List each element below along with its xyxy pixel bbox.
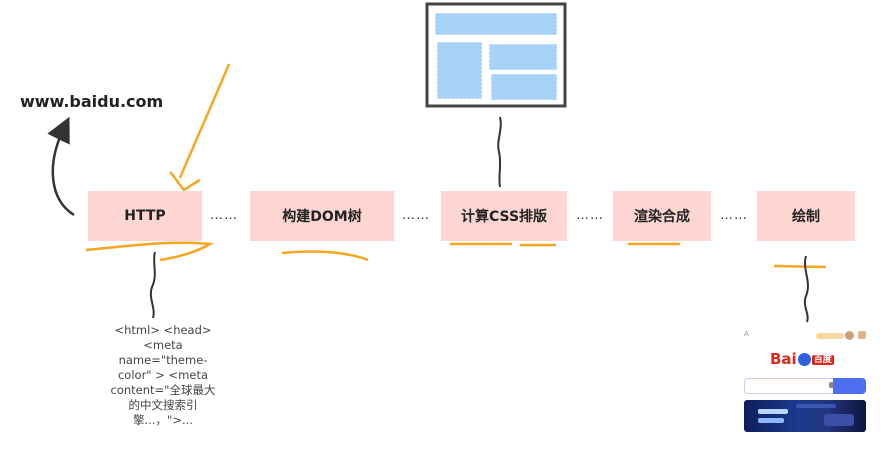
- thumb-menu-icon: [858, 331, 866, 339]
- baidu-logo-du: 百度: [811, 355, 834, 365]
- squiggle-http-to-html: [149, 251, 156, 319]
- html-source-snippet: <html> <head> <meta name="theme- color" …: [110, 323, 216, 427]
- baidu-logo-bai: Bai: [770, 350, 797, 368]
- thumb-topbar: A: [744, 330, 866, 344]
- layout-wireframe: [425, 2, 567, 108]
- squiggle-css-to-layout: [497, 116, 502, 188]
- annotation-stroke-hook: [169, 171, 201, 192]
- annotation-stroke-down: [178, 63, 231, 179]
- rendered-page-thumbnail: A Bai 百度: [740, 328, 870, 438]
- stage-paint: 绘制: [757, 191, 855, 241]
- camera-icon: [829, 382, 835, 388]
- stage-http: HTTP: [88, 191, 202, 241]
- stage-render-composite: 渲染合成: [613, 191, 711, 241]
- connector-dots: ……: [402, 208, 430, 223]
- squiggle-paint-to-page: [803, 255, 809, 323]
- connector-dots: ……: [720, 208, 748, 223]
- thumb-topbar-glyph: A: [744, 330, 749, 338]
- annotation-underline-dom: [281, 250, 369, 262]
- thumb-avatar: [845, 331, 854, 340]
- stage-css-layout: 计算CSS排版: [441, 191, 567, 241]
- thumb-search-input: [744, 378, 835, 394]
- thumb-banner: [744, 400, 866, 432]
- connector-dots: ……: [576, 208, 604, 223]
- paw-icon: [797, 353, 811, 366]
- baidu-logo: Bai 百度: [770, 350, 834, 368]
- thumb-topbar-pill: [816, 333, 844, 339]
- annotation-underline-paint: [773, 264, 827, 269]
- thumb-search-button: [833, 378, 866, 394]
- connector-dots: ……: [210, 208, 238, 223]
- url-label: www.baidu.com: [20, 92, 164, 111]
- request-arrow: [47, 116, 75, 217]
- stage-build-dom: 构建DOM树: [250, 191, 394, 241]
- annotation-stroke-return: [85, 241, 214, 262]
